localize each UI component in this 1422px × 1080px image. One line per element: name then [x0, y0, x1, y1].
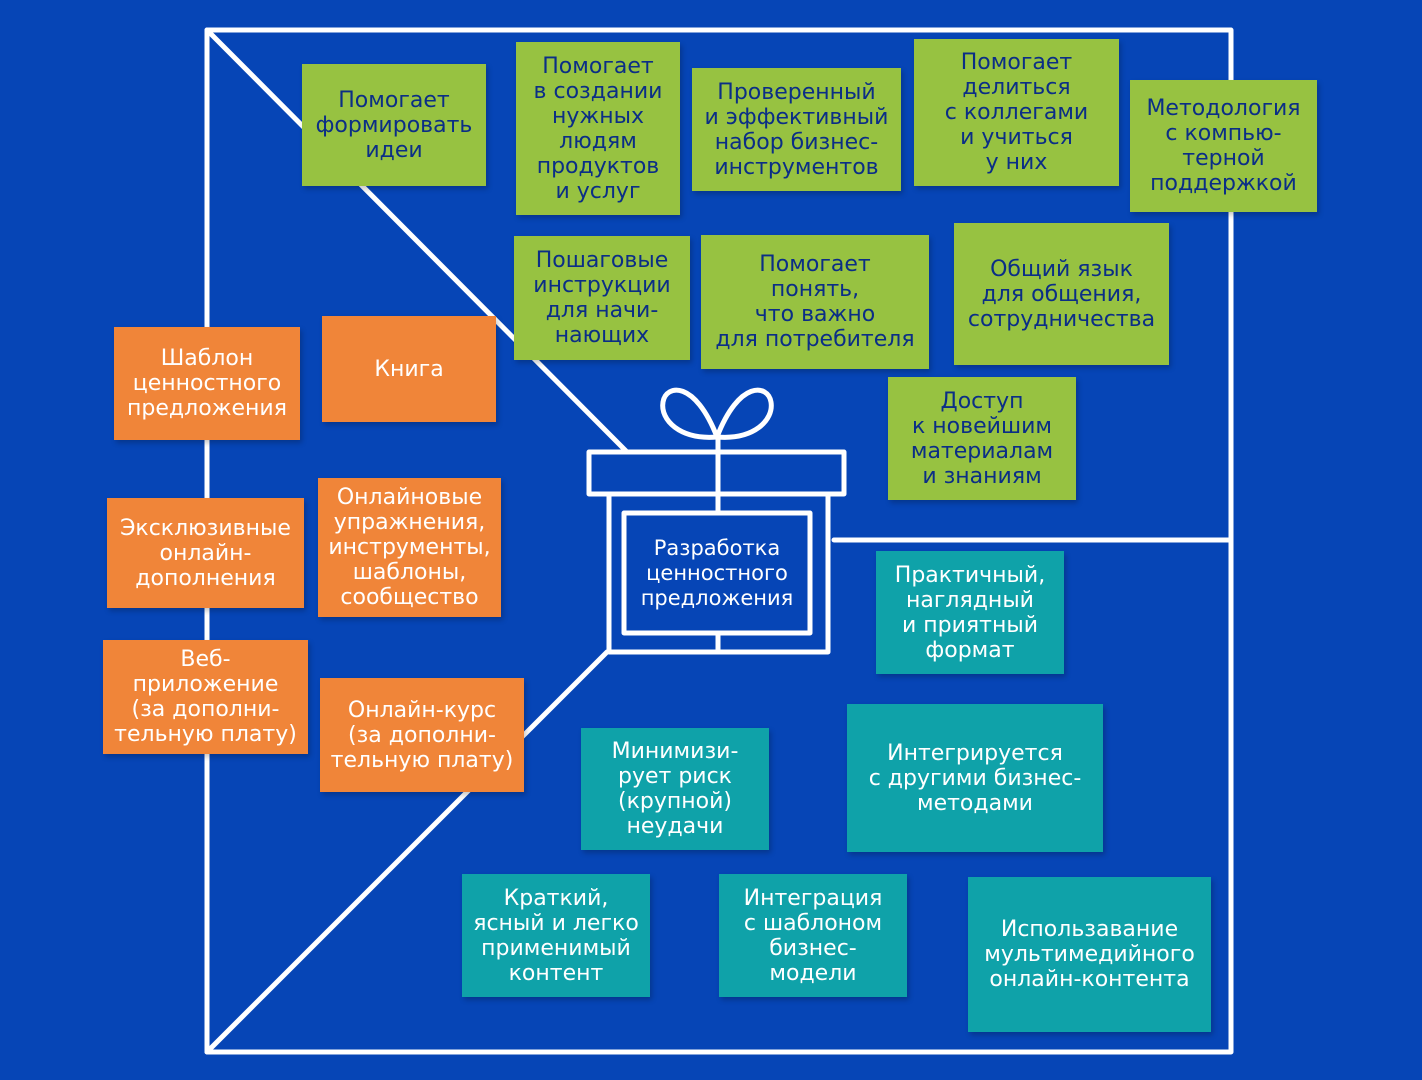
center-title: Разработка ценностного предложения: [640, 535, 794, 610]
pain-reliever-note: Практичный, наглядный и приятный формат: [876, 551, 1064, 674]
gain-creator-note: Доступ к новейшим материалам и знаниям: [888, 377, 1076, 500]
pain-reliever-note: Использавание мультимедийного онлайн-кон…: [968, 877, 1211, 1032]
gain-creator-note: Пошаговые инструкции для начи- нающих: [514, 236, 690, 360]
pain-reliever-note: Краткий, ясный и легко применимый контен…: [462, 874, 650, 997]
lower-diagonal-line: [204, 649, 610, 1055]
product-service-note: Онлайн-курс (за дополни- тельную плату): [320, 678, 524, 792]
gain-creator-note: Помогает формировать идеи: [302, 64, 486, 186]
gain-creator-note: Помогает понять, что важно для потребите…: [701, 235, 929, 369]
product-service-note: Эксклюзивные онлайн- дополнения: [107, 498, 304, 608]
product-service-note: Онлайновые упражнения, инструменты, шабл…: [318, 478, 501, 617]
product-service-note: Книга: [322, 316, 496, 422]
pain-reliever-note: Интеграция с шаблоном бизнес- модели: [719, 874, 907, 997]
gain-creator-note: Общий язык для общения, сотрудничества: [954, 223, 1169, 365]
upper-diagonal-line: [204, 27, 629, 454]
gift-box-icon: [586, 387, 847, 655]
gain-creator-note: Помогает в создании нужных людям продукт…: [516, 42, 680, 215]
gain-creator-note: Проверенный и эффективный набор бизнес- …: [692, 68, 901, 191]
product-service-note: Веб- приложение (за дополни- тельную пла…: [103, 640, 308, 754]
gain-creator-note: Методология с компью- терной поддержкой: [1130, 80, 1317, 212]
product-service-note: Шаблон ценностного предложения: [114, 327, 300, 440]
pain-reliever-note: Минимизи- рует риск (крупной) неудачи: [581, 728, 769, 850]
gain-creator-note: Помогает делиться с коллегами и учиться …: [914, 39, 1119, 186]
pain-reliever-note: Интегрируется с другими бизнес- методами: [847, 704, 1103, 852]
